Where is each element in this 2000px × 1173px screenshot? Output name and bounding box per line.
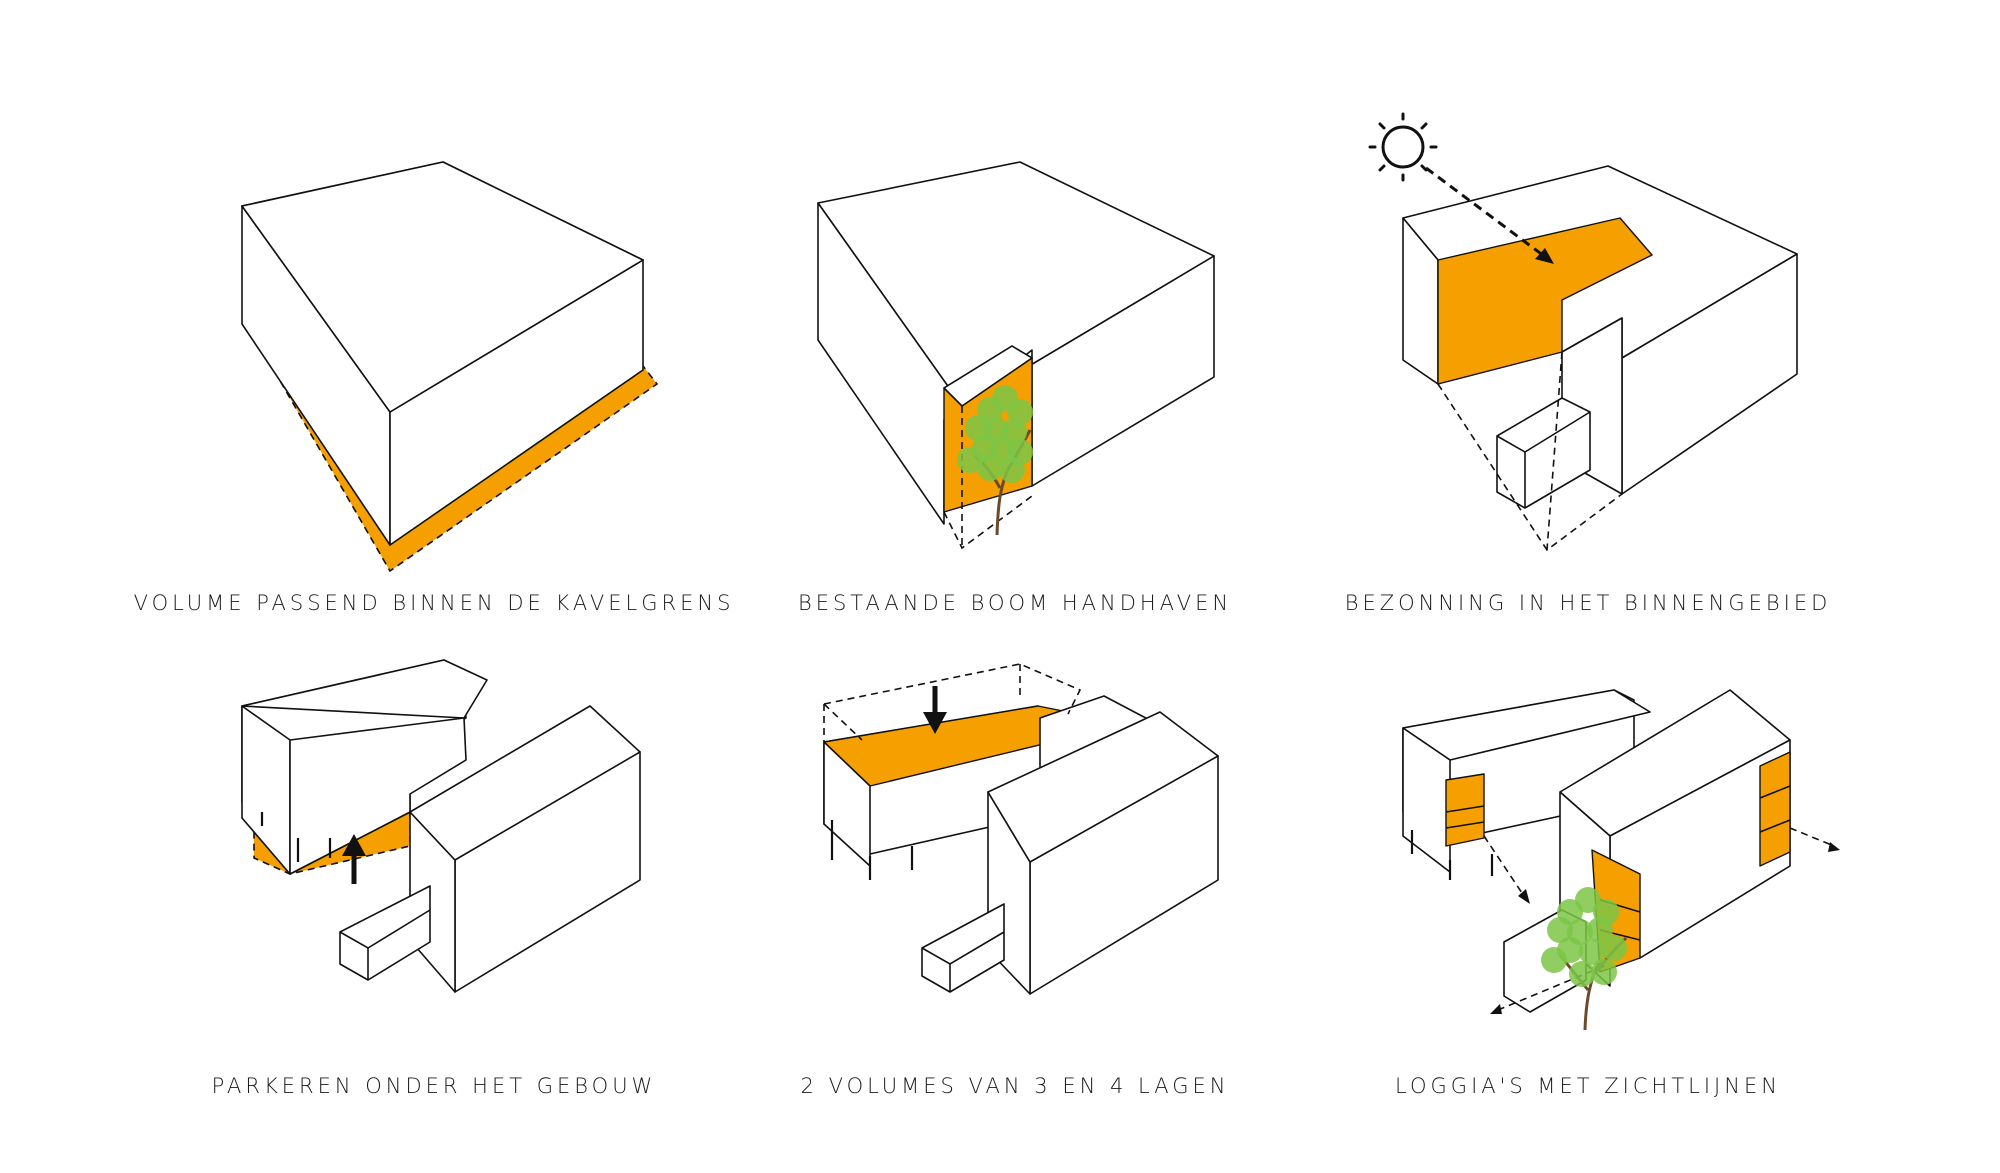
loggias-diagram [1402,689,1840,1031]
loggia-left [1445,773,1485,847]
tower-roof [409,705,641,861]
sun-courtyard-diagram [1368,112,1798,552]
tree-icon [957,385,1033,536]
caption-plot-volume: VOLUME PASSEND BINNEN DE KAVELGRENS [133,591,735,615]
sightline-arrowhead [1490,1004,1502,1014]
sun-direction-arrowhead [1535,248,1554,264]
two-volumes-diagram [823,663,1219,995]
wing-roof [241,659,488,719]
volume-plot-diagram [241,161,659,573]
caption-existing-tree: BESTAANDE BOOM HANDHAVEN [797,591,1233,615]
caption-two-volumes: 2 VOLUMES VAN 3 EN 4 LAGEN [800,1074,1230,1098]
tree-icon [1541,887,1628,1031]
sightline-arrowhead [1518,889,1530,904]
arrow-up-icon [342,834,366,884]
caption-parking: PARKEREN ONDER HET GEBOUW [211,1074,657,1098]
arrow-down-icon [923,686,947,734]
existing-tree-diagram [817,161,1215,550]
block-roof [241,161,644,413]
annex-box [339,885,431,981]
parking-diagram [241,659,641,993]
annex-volume [1496,397,1591,509]
annex-box [921,903,1005,993]
caption-sunlight: BEZONNING IN HET BINNENGEBIED [1344,591,1832,615]
loggia-right [1759,751,1791,867]
caption-loggias: LOGGIA'S MET ZICHTLIJNEN [1395,1074,1781,1098]
tall-wing-roof [987,711,1219,863]
sun-icon [1368,112,1438,182]
sightline-arrowhead [1828,842,1840,852]
